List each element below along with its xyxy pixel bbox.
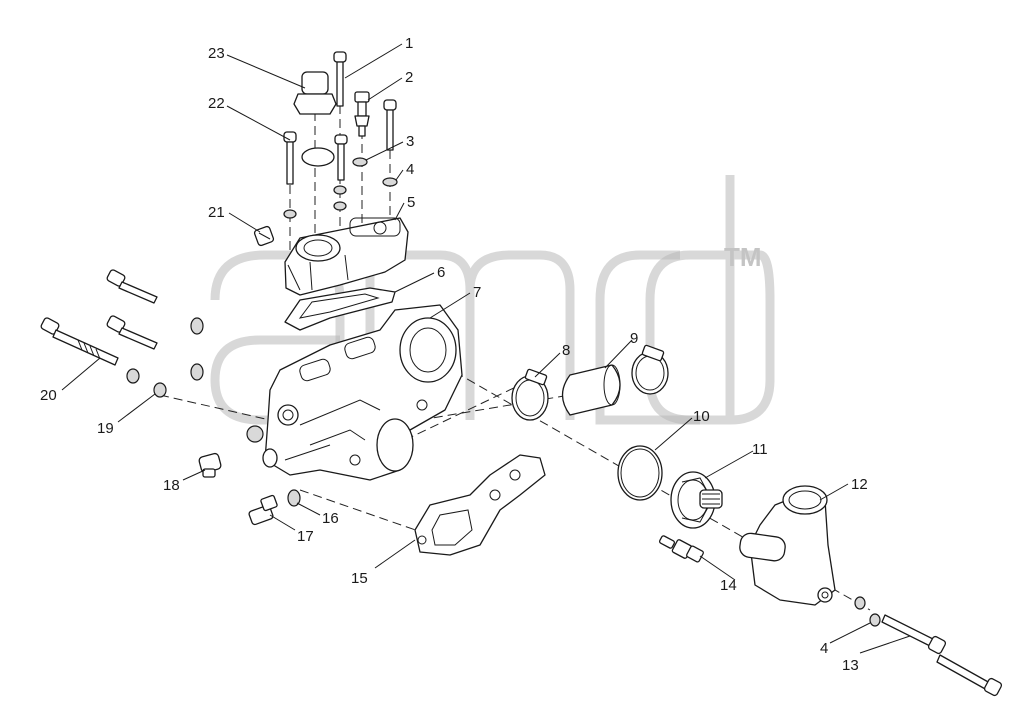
- callout-2: 2: [405, 69, 413, 86]
- part-2-bleeder-screw: [354, 91, 370, 137]
- callout-18: 18: [163, 477, 180, 494]
- part-20-bolt-upper: [106, 269, 158, 304]
- washer-small-a: [333, 185, 347, 195]
- washer-right-a: [854, 596, 866, 610]
- callout-20: 20: [40, 387, 57, 404]
- upper-bolt-middle: [334, 134, 348, 181]
- washer-left-a: [190, 317, 204, 335]
- part-8-hose-clamp-right: [631, 344, 669, 395]
- callout-15: 15: [351, 570, 368, 587]
- part-4-washer-lower: [869, 613, 881, 627]
- callout-16: 16: [322, 510, 339, 527]
- part-23-fitting: [293, 71, 337, 115]
- callout-13: 13: [842, 657, 859, 674]
- part-18-plug: [198, 452, 222, 478]
- callout-labels: 1 2 3 4 5 6 7 8 9 10 11 12 13 4 14 15 16…: [40, 35, 868, 674]
- callout-14: 14: [720, 577, 737, 594]
- callout-11: 11: [752, 441, 768, 458]
- washer-left-b: [190, 363, 204, 381]
- washer-small-b: [333, 201, 347, 211]
- part-5-housing-cover: [284, 217, 409, 296]
- callout-5: 5: [407, 194, 415, 211]
- part-1-bolt: [333, 51, 347, 107]
- callout-4-lower: 4: [820, 640, 828, 657]
- callout-7: 7: [473, 284, 481, 301]
- part-12-outlet-elbow: [739, 485, 836, 606]
- part-7-main-housing: [262, 304, 463, 481]
- part-21-plug: [253, 225, 275, 247]
- part-4-washer: [382, 177, 398, 187]
- callout-3: 3: [406, 133, 414, 150]
- part-19-washer: [153, 382, 167, 398]
- callout-4-upper: 4: [406, 161, 414, 178]
- part-20-bolt-lower: [40, 317, 119, 366]
- callout-9: 9: [630, 330, 638, 347]
- callout-22: 22: [208, 95, 225, 112]
- upper-bolt-right: [383, 99, 397, 151]
- housing-washer: [246, 425, 264, 443]
- part-14-temperature-sensor: [658, 535, 704, 563]
- part-11-thermostat: [670, 471, 723, 529]
- callout-17: 17: [297, 528, 314, 545]
- callout-1: 1: [405, 35, 413, 52]
- callout-21: 21: [208, 204, 225, 221]
- washer-left-c: [126, 368, 140, 384]
- part-20-bolt-middle: [106, 315, 158, 350]
- part-17-drain-plug: [248, 494, 278, 526]
- watermark-trademark: TM: [724, 242, 762, 272]
- leader-lines: [61, 43, 911, 654]
- part-13-bolt-lower: [936, 654, 1003, 697]
- washer-small-c: [283, 209, 297, 219]
- part-13-bolt-upper: [881, 614, 947, 655]
- callout-10: 10: [693, 408, 710, 425]
- callout-6: 6: [437, 264, 445, 281]
- part-22-bolt: [283, 131, 297, 185]
- callout-12: 12: [851, 476, 868, 493]
- callout-19: 19: [97, 420, 114, 437]
- callout-23: 23: [208, 45, 225, 62]
- part-15-gasket: [414, 454, 546, 556]
- callout-8: 8: [562, 342, 570, 359]
- part-8-hose-clamp: [511, 368, 549, 421]
- part-16-washer: [287, 489, 301, 507]
- part-3-washer: [352, 157, 368, 167]
- o-ring-upper: [301, 147, 335, 167]
- part-10-o-ring: [617, 445, 663, 501]
- part-9-hose-sleeve: [561, 364, 621, 416]
